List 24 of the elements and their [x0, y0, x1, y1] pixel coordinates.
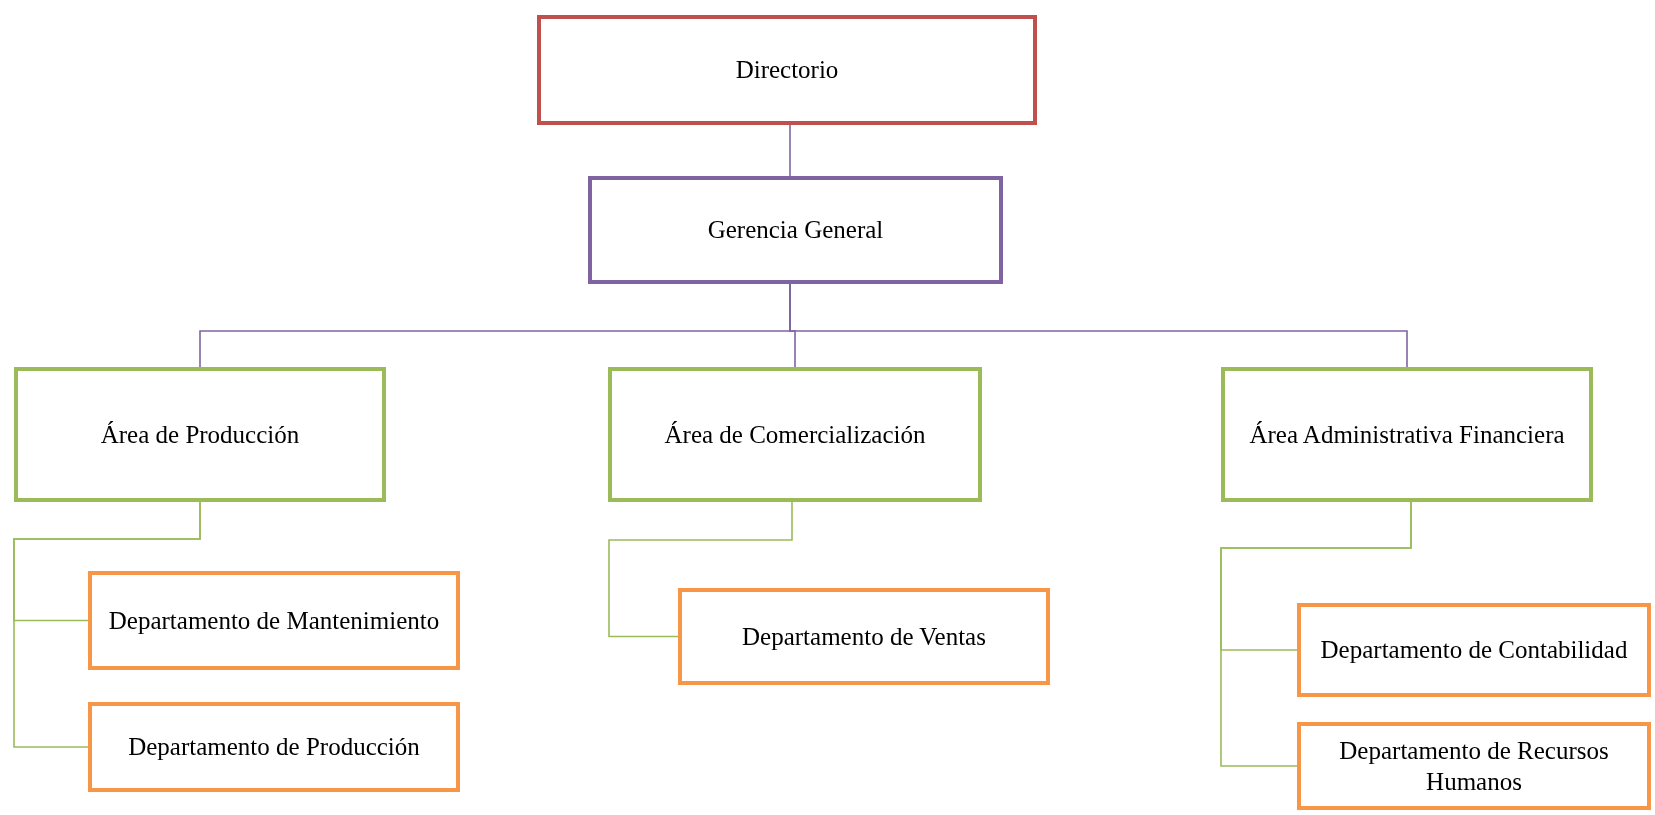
box-label: Área de Comercialización — [663, 419, 927, 450]
box-label: Departamento de Mantenimiento — [107, 605, 441, 636]
org-box — [1297, 603, 1651, 697]
box-label: Directorio — [734, 55, 840, 86]
box-label: Departamento de Recursos Humanos — [1338, 735, 1610, 797]
connector-line — [608, 501, 793, 638]
org-box — [608, 367, 982, 502]
org-box — [1221, 367, 1593, 502]
box-label: Área Administrativa Financiera — [1248, 419, 1566, 450]
org-box — [14, 367, 386, 502]
box-label: Departamento de Ventas — [741, 621, 987, 652]
box-label: Gerencia General — [706, 215, 885, 246]
connector-line — [13, 501, 201, 748]
box-label: Área de Producción — [99, 419, 301, 450]
org-box — [88, 702, 460, 792]
org-box — [588, 176, 1003, 284]
connector-line — [1220, 501, 1412, 767]
box-label: Departamento de Producción — [127, 732, 421, 763]
org-box — [88, 571, 460, 670]
connector-line — [789, 124, 791, 177]
org-box — [537, 15, 1037, 125]
org-box — [1297, 722, 1651, 810]
box-label: Departamento de Contabilidad — [1319, 635, 1629, 666]
org-box — [678, 588, 1050, 685]
